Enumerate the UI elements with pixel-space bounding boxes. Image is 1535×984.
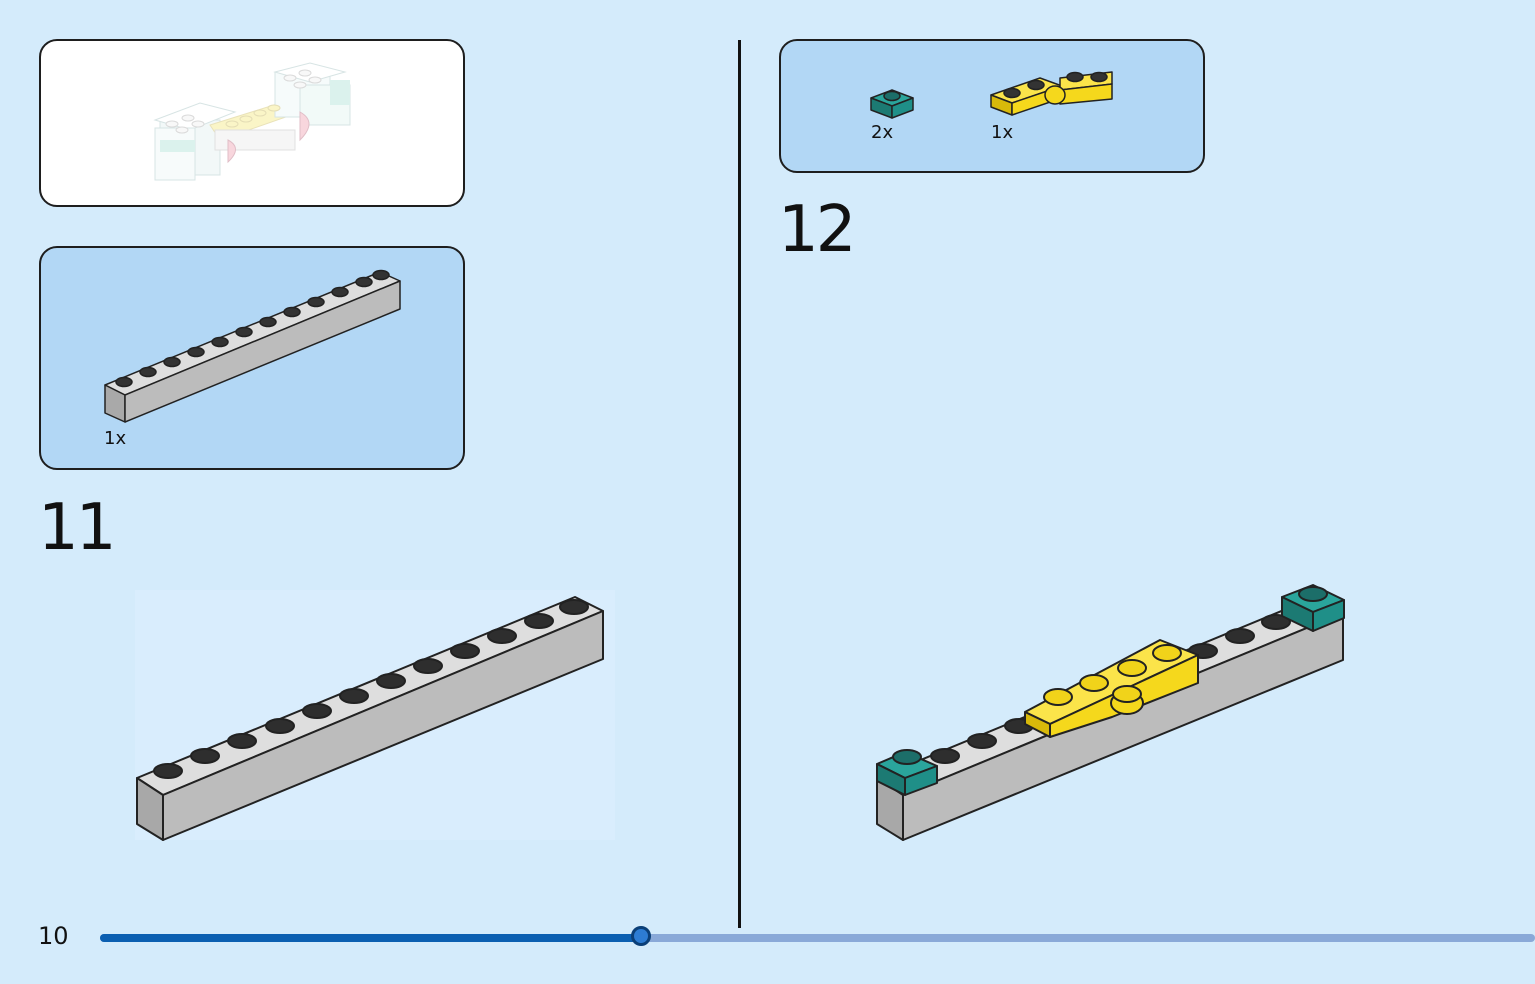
step-11-gray-brick bbox=[136, 596, 604, 841]
faded-model-preview bbox=[153, 62, 351, 181]
step-12-number: 12 bbox=[778, 193, 856, 267]
step-11-part-qty: 1x bbox=[104, 428, 127, 449]
progress-track bbox=[100, 934, 1535, 942]
step-12-assembled-brick bbox=[876, 584, 1345, 841]
step-12-part-qty-yellow: 1x bbox=[991, 122, 1014, 143]
step-12-part-qty-teal: 2x bbox=[871, 122, 894, 143]
callout-gray-brick-small bbox=[104, 269, 401, 423]
page-number: 10 bbox=[38, 922, 69, 950]
progress-knob bbox=[630, 926, 651, 946]
step-11-number: 11 bbox=[38, 491, 116, 565]
page-divider bbox=[738, 40, 741, 928]
callout-teal-plate bbox=[870, 89, 914, 119]
progress-fill bbox=[100, 934, 641, 942]
callout-yellow-hinge-plate bbox=[990, 71, 1113, 116]
